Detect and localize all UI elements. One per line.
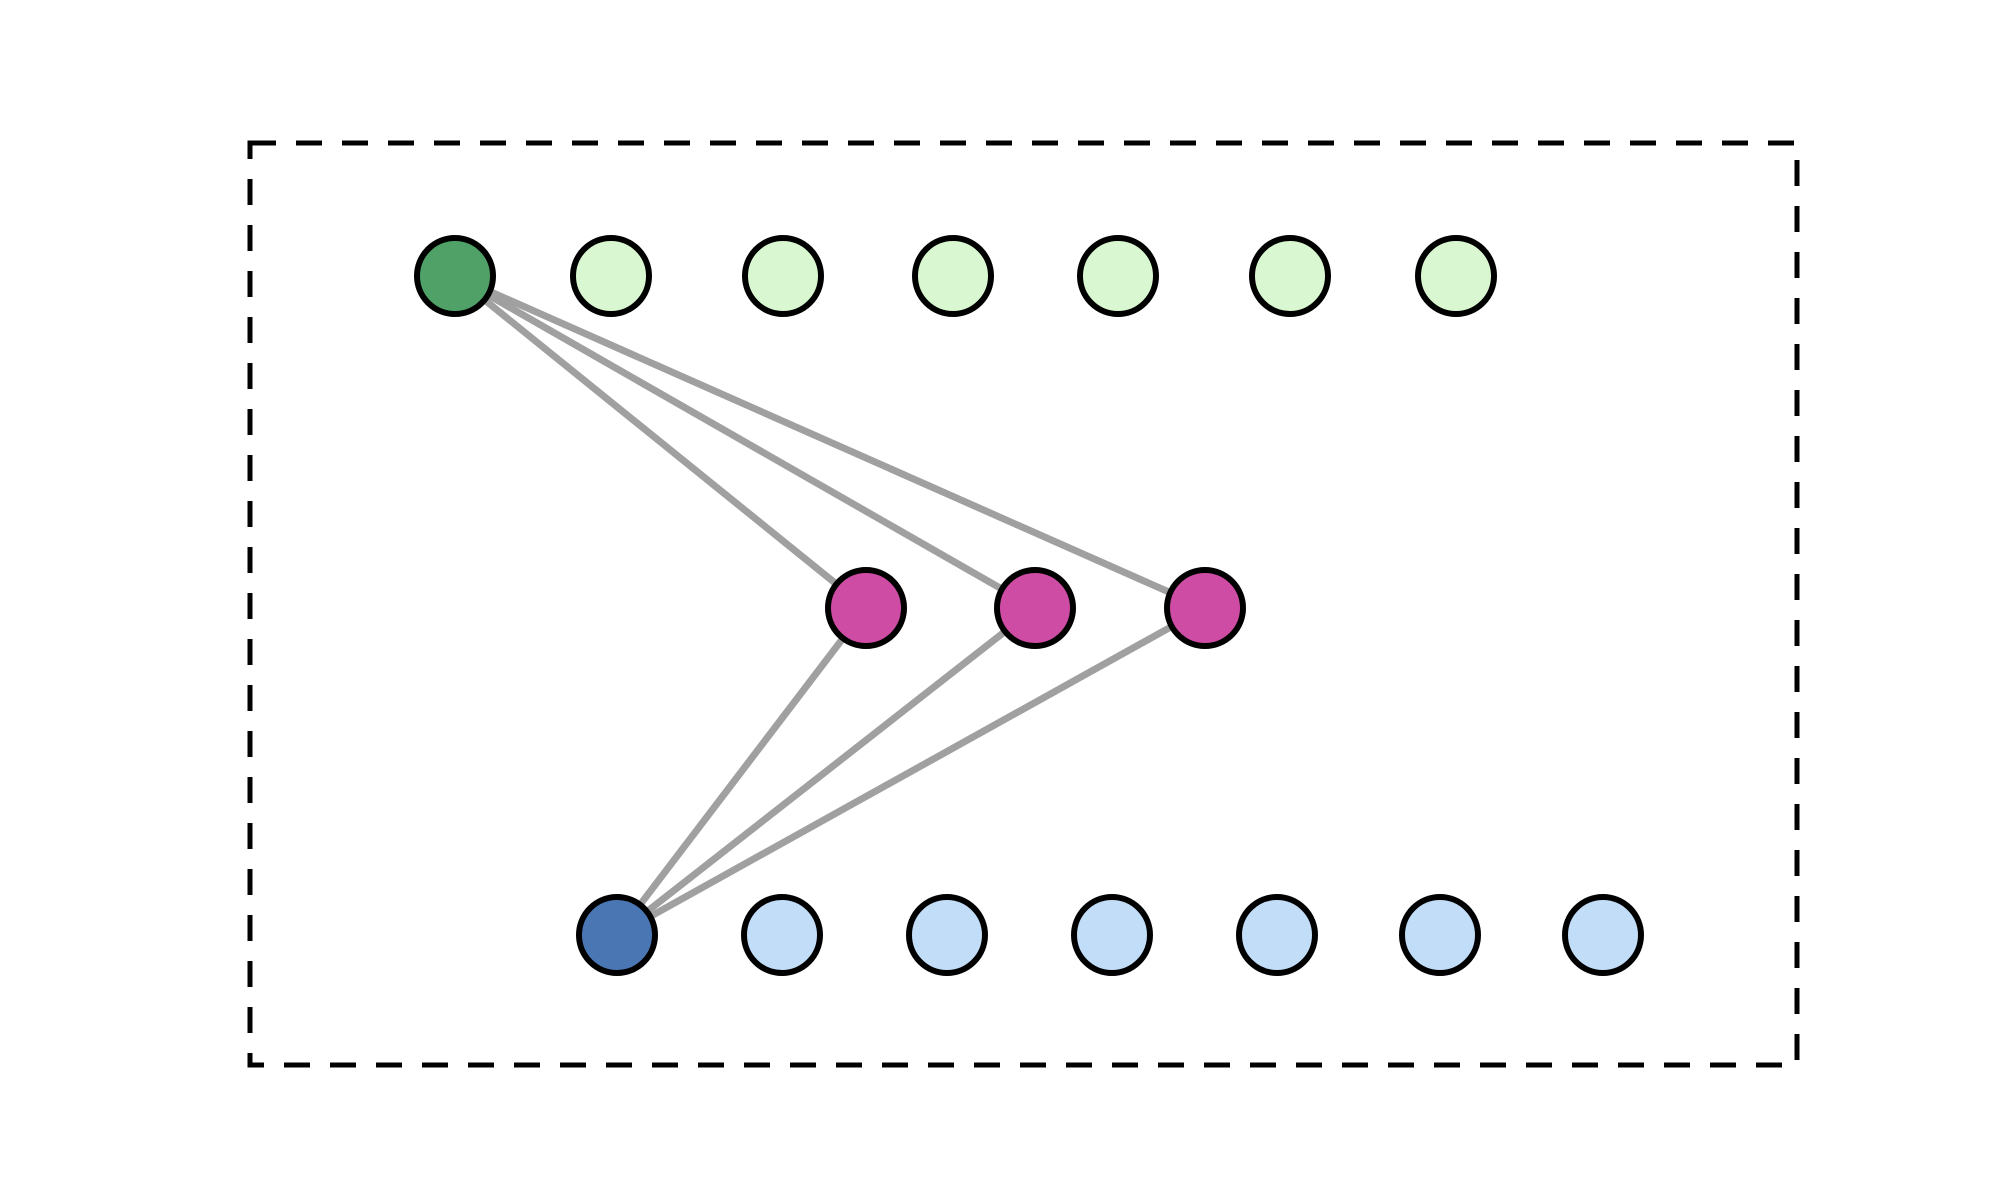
graph-edge — [614, 605, 869, 938]
graph-node-g1[interactable] — [570, 235, 652, 317]
graph-node-b3[interactable] — [1071, 894, 1153, 976]
graph-node-g0[interactable] — [414, 235, 496, 317]
graph-node-p1[interactable] — [994, 567, 1076, 649]
dashed-boundary-box — [247, 140, 1800, 1068]
edge-layer — [452, 272, 1207, 939]
graph-node-p2[interactable] — [1164, 567, 1246, 649]
graph-edge — [452, 273, 869, 611]
graph-node-b6[interactable] — [1562, 894, 1644, 976]
graph-node-g2[interactable] — [742, 235, 824, 317]
graph-node-b4[interactable] — [1236, 894, 1318, 976]
graph-node-p0[interactable] — [825, 567, 907, 649]
node-layer — [414, 235, 1644, 976]
graph-edge — [453, 272, 1207, 612]
graph-node-g4[interactable] — [1077, 235, 1159, 317]
graph-node-b1[interactable] — [741, 894, 823, 976]
graph-edge — [615, 604, 1207, 939]
graph-node-g5[interactable] — [1249, 235, 1331, 317]
graph-node-b5[interactable] — [1399, 894, 1481, 976]
graph-edge — [453, 272, 1037, 612]
graph-node-b0[interactable] — [576, 894, 658, 976]
graph-node-g6[interactable] — [1415, 235, 1497, 317]
graph-node-b2[interactable] — [906, 894, 988, 976]
graph-node-g3[interactable] — [912, 235, 994, 317]
graph-edge — [614, 605, 1038, 938]
